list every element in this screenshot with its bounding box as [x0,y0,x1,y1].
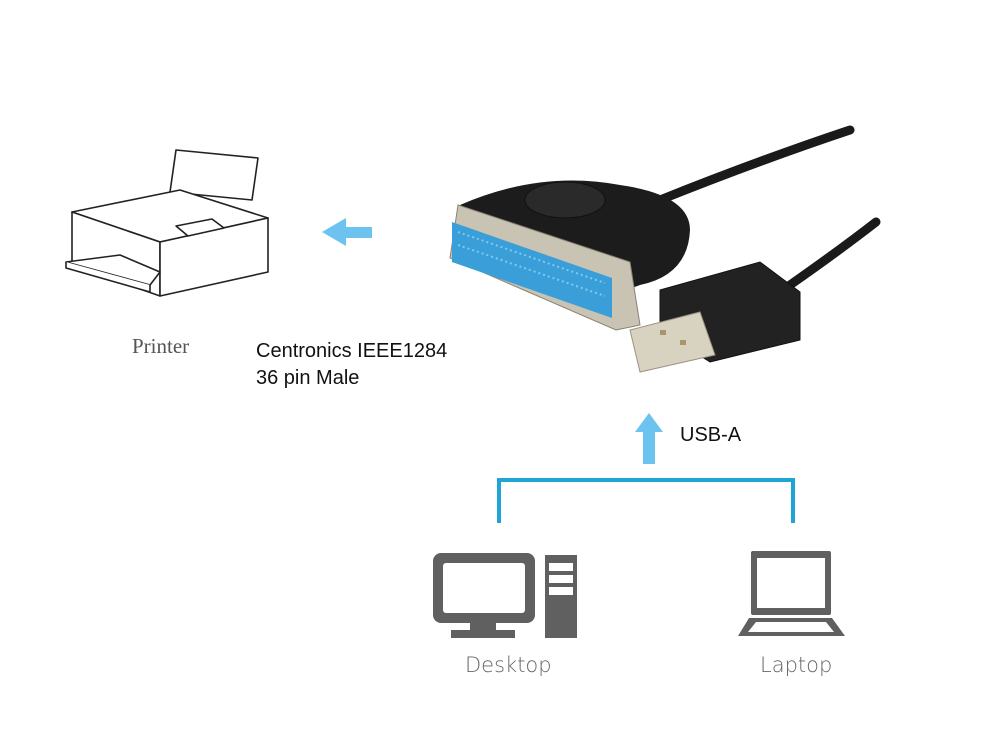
usb-parallel-cable-image [449,125,881,373]
connector-label-line1: Centronics IEEE1284 [256,340,448,362]
laptop-label: Laptop [760,653,833,677]
connection-bracket [497,478,795,523]
usb-label: USB-A [680,424,742,446]
printer-icon [65,149,269,297]
arrow-left-icon [322,218,372,246]
arrow-up-icon [635,413,663,464]
printer-label: Printer [132,334,190,358]
laptop-icon [738,551,845,636]
connector-label-line2: 36 pin Male [256,367,360,389]
desktop-icon [433,553,577,638]
connector-label: Centronics IEEE1284 36 pin Male [256,338,447,392]
desktop-label: Desktop [465,653,552,677]
